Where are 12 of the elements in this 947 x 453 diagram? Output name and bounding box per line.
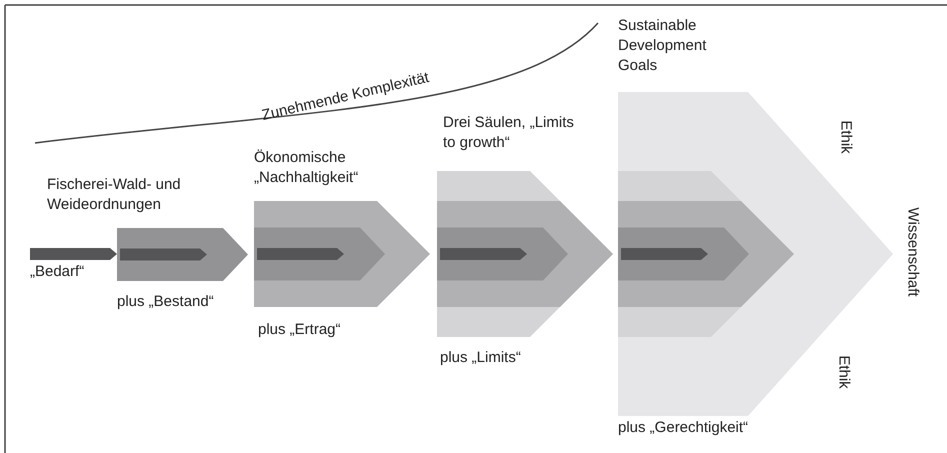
stage-caption: plus „Limits“	[440, 348, 521, 368]
stage-heading: Drei Säulen, „Limits to growth“	[443, 113, 575, 153]
stage-heading: Sustainable Development Goals	[618, 16, 708, 76]
side-label: Ethik	[834, 355, 854, 389]
stage-caption: plus „Bestand“	[117, 292, 214, 312]
stage-caption: „Bedarf“	[30, 262, 84, 282]
stage-heading: Fischerei-Wald- und Weideordnungen	[47, 175, 182, 215]
side-label: Ethik	[836, 120, 856, 154]
side-label: Wissenschaft	[903, 207, 922, 297]
stage-heading: Ökonomische „Nachhaltigkeit“	[254, 148, 360, 188]
stage-caption: plus „Ertrag“	[258, 320, 341, 340]
stage-caption: plus „Gerechtigkeit“	[618, 418, 748, 438]
